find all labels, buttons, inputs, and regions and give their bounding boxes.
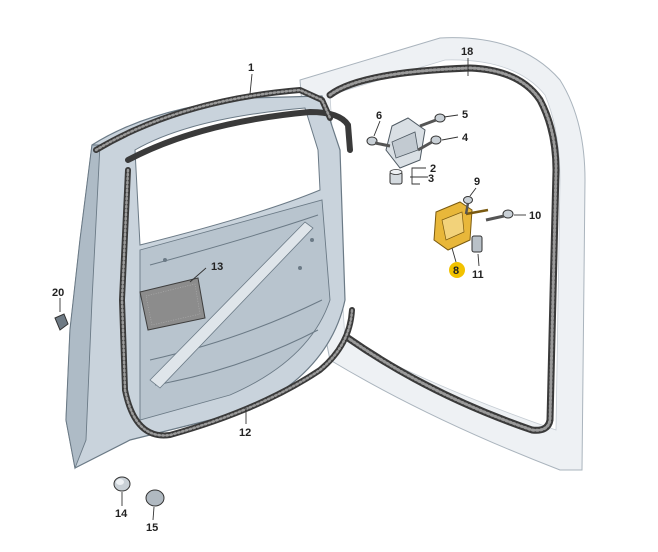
callout-12: 12	[239, 427, 251, 439]
insulation-pad-13	[139, 277, 206, 331]
callout-10: 10	[529, 210, 541, 222]
callout-2: 2	[430, 163, 436, 175]
callout-8: 8	[453, 265, 459, 277]
callout-4: 4	[462, 132, 469, 144]
door-seal-12	[119, 167, 355, 439]
hinge-pin-3-icon	[389, 169, 403, 185]
door-shell	[65, 95, 346, 470]
plug-15-icon	[145, 489, 165, 507]
callout-20: 20	[52, 287, 64, 299]
callout-6: 6	[376, 110, 382, 122]
callout-11: 11	[472, 269, 484, 281]
screw-9-icon	[463, 196, 473, 215]
bolt-10-icon	[485, 209, 514, 222]
callout-9: 9	[474, 176, 480, 188]
bolt-4-icon	[417, 135, 442, 152]
callout-5: 5	[462, 109, 468, 121]
callout-3: 3	[428, 173, 434, 185]
bolt-5-icon	[419, 113, 446, 128]
callout-8-highlight	[449, 262, 465, 278]
callouts: 1 18 6 5 4 2 3 9 10 8 11 13 12 14 15 20	[52, 46, 541, 534]
callout-13: 13	[211, 261, 223, 273]
callout-15: 15	[146, 522, 158, 534]
body-seal-18	[326, 64, 560, 434]
callout-14: 14	[115, 508, 128, 520]
hinge-assembly	[366, 113, 446, 185]
callout-1: 1	[248, 62, 254, 74]
callout-18: 18	[461, 46, 473, 58]
door-frame-seal-1	[93, 87, 353, 163]
plug-14-icon	[113, 476, 131, 492]
leader-lines	[59, 58, 526, 521]
door-check-8	[433, 201, 489, 251]
buffer-11-icon	[471, 235, 483, 253]
bolt-6-icon	[366, 136, 391, 148]
clip-20-icon	[54, 313, 69, 331]
